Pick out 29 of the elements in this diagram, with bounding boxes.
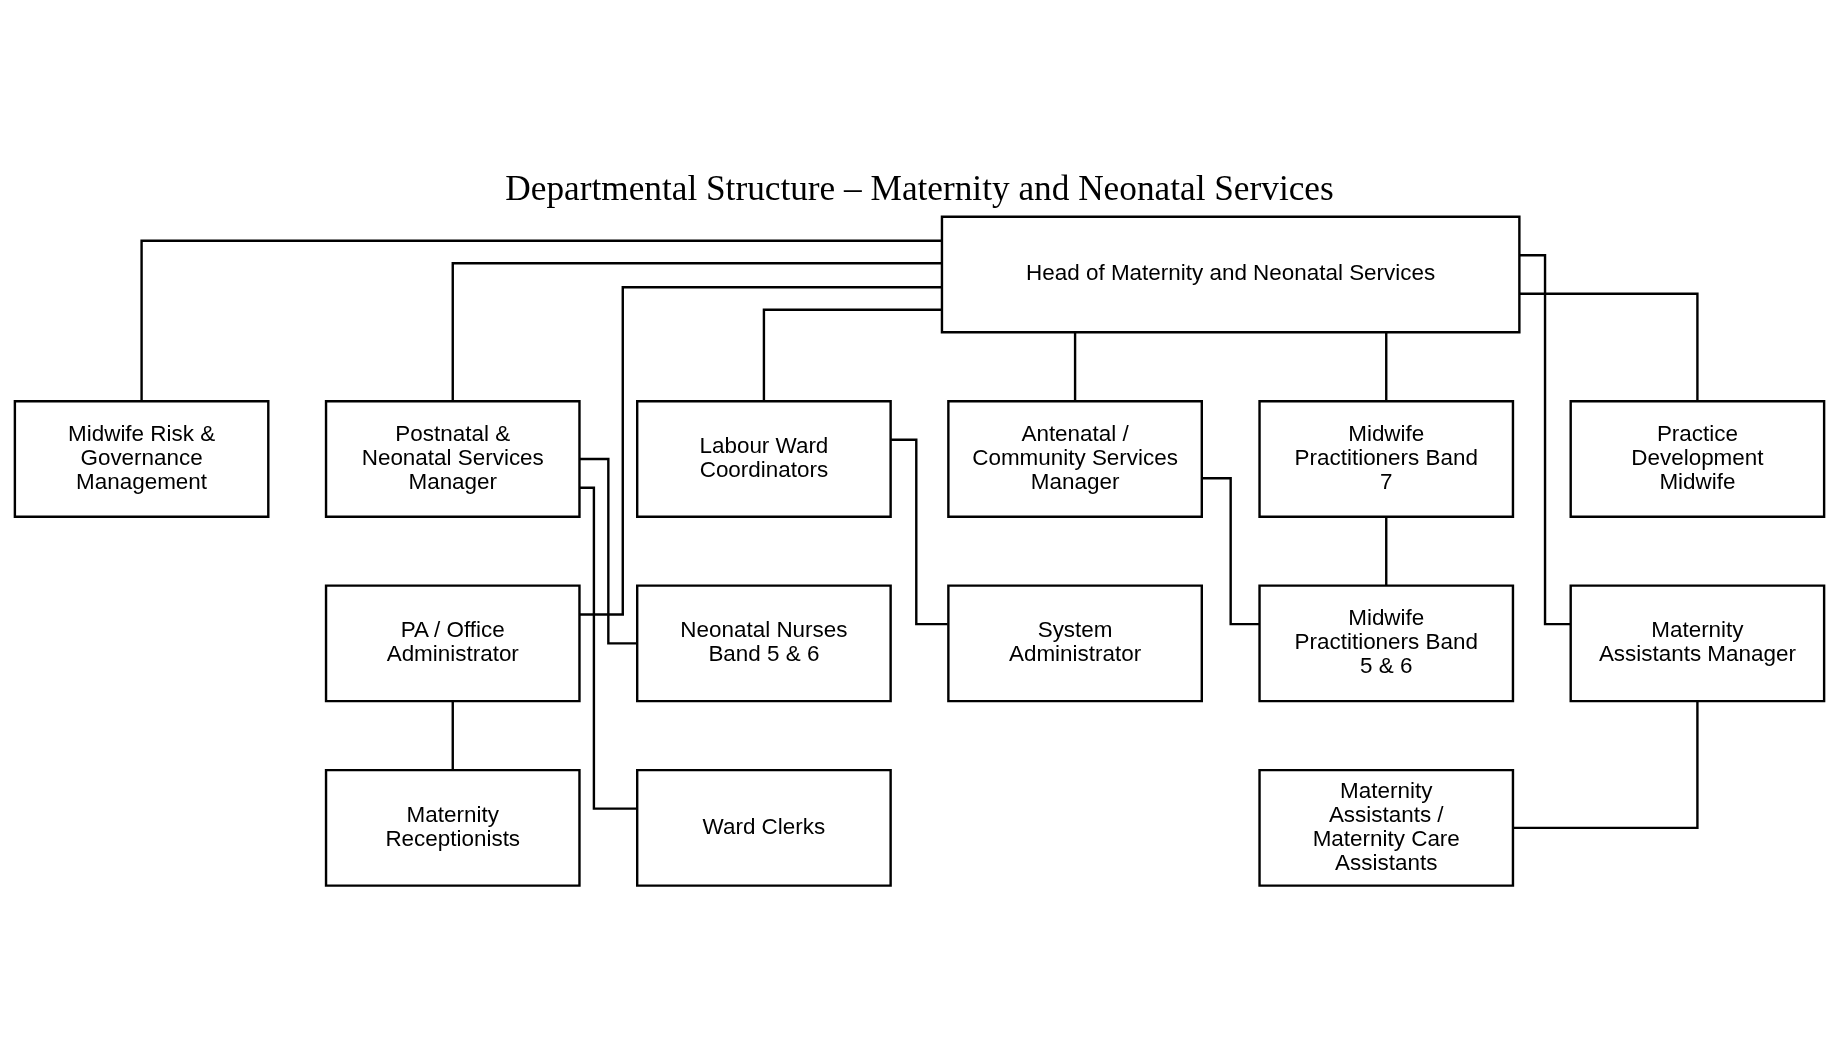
node-box: Maternity Receptionists (324, 768, 581, 887)
connector (140, 239, 942, 402)
connector (1513, 701, 1699, 830)
node-box: Labour Ward Coordinators (636, 400, 892, 518)
node-box: Midwife Risk & Governance Management (13, 400, 270, 518)
connector (1385, 516, 1388, 586)
connector (579, 457, 637, 645)
node-box: Midwife Practitioners Band 5 & 6 (1258, 584, 1515, 703)
connector (579, 286, 942, 616)
node-box: Neonatal Nurses Band 5 & 6 (636, 584, 892, 703)
connector (579, 486, 637, 810)
node-box: Head of Maternity and Neonatal Services (940, 215, 1521, 334)
node-box: Maternity Assistants Manager (1569, 584, 1826, 703)
connector (1202, 476, 1260, 626)
connector (451, 262, 942, 401)
node-box: PA / Office Administrator (324, 584, 581, 703)
node-box: Maternity Assistants / Maternity Care Assistants (1258, 768, 1515, 887)
connector (762, 308, 942, 401)
node-box: Postnatal & Neonatal Services Manager (324, 400, 581, 518)
connector (1385, 332, 1388, 401)
node-box: Practice Development Midwife (1569, 400, 1826, 518)
node-box: Midwife Practitioners Band 7 (1258, 400, 1515, 518)
connector (1073, 332, 1077, 401)
node-box: Antenatal / Community Services Manager (947, 400, 1203, 518)
diagram-title: Departmental Structure – Maternity and Neonatal Services (505, 169, 1334, 209)
node-box: System Administrator (947, 584, 1203, 703)
node-box: Ward Clerks (636, 768, 892, 887)
connector (1519, 292, 1699, 402)
connector (451, 701, 454, 770)
